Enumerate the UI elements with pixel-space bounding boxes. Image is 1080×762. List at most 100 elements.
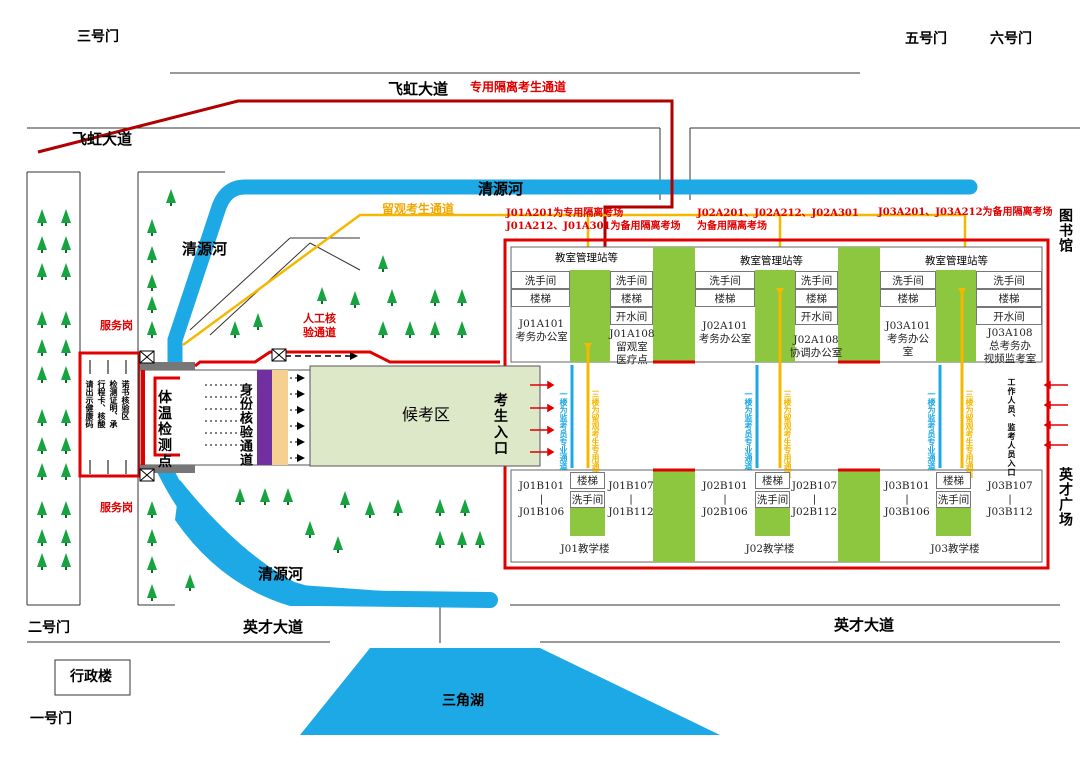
tree-trunk bbox=[479, 545, 481, 548]
id-check-label: 身份核验通道 bbox=[237, 383, 252, 467]
id-check-purple bbox=[257, 370, 272, 465]
j02-stairs-b-row: 楼梯 bbox=[755, 472, 790, 489]
river-lower-fill bbox=[175, 480, 495, 606]
tree-trunk bbox=[170, 203, 172, 206]
tree bbox=[37, 529, 47, 543]
tree bbox=[260, 488, 270, 502]
tree bbox=[253, 313, 263, 327]
temp-check-label: 体温检测点 bbox=[158, 390, 172, 471]
tree bbox=[147, 219, 157, 233]
j02-water-room: 开水间 bbox=[795, 307, 838, 325]
j01-station-label: 教室管理站等 bbox=[555, 252, 618, 264]
tree-trunk bbox=[321, 301, 323, 304]
waiting-area bbox=[309, 365, 541, 467]
tree-trunk bbox=[65, 250, 67, 253]
exam-entrance-label: 考生入口 bbox=[494, 393, 508, 458]
tree bbox=[393, 499, 403, 513]
tree bbox=[387, 289, 397, 303]
service-post-top: 服务岗 bbox=[100, 319, 133, 332]
admin-building-label: 行政楼 bbox=[70, 669, 112, 685]
tree bbox=[305, 521, 315, 535]
tree bbox=[37, 209, 47, 223]
tree-trunk bbox=[151, 598, 153, 601]
tree-trunk bbox=[239, 502, 241, 505]
tree-trunk bbox=[151, 570, 153, 573]
entrance-arrows bbox=[530, 380, 1068, 457]
manual-check-route bbox=[194, 350, 500, 368]
tree-trunk bbox=[65, 567, 67, 570]
tree bbox=[61, 263, 71, 277]
tree bbox=[185, 574, 195, 588]
tree bbox=[435, 499, 445, 513]
tree bbox=[37, 553, 47, 567]
j02-building-name: J02教学楼 bbox=[745, 543, 795, 555]
tree bbox=[475, 531, 485, 545]
j03-blue-channel-note: 一楼为监考员专业通道 bbox=[927, 390, 937, 470]
staff-entrance-label: 工作人员、监考人员入口 bbox=[1007, 378, 1017, 477]
yellow-arrows bbox=[584, 288, 966, 350]
tree-trunk bbox=[41, 353, 43, 356]
tree-trunk bbox=[151, 288, 153, 291]
j02b107: J02B107|J02B112 bbox=[791, 480, 838, 519]
trees bbox=[37, 189, 485, 601]
tree-trunk bbox=[439, 545, 441, 548]
feihong-road-top: 飞虹大道 bbox=[388, 80, 449, 98]
j03-isolation-note: J03A201、J03A212为备用隔离考场 bbox=[878, 207, 1053, 218]
tree bbox=[37, 437, 47, 451]
j03-station-label: 教室管理站等 bbox=[925, 255, 988, 267]
tree bbox=[283, 488, 293, 502]
tree-trunk bbox=[309, 535, 311, 538]
left-service-text-3: 检测证明、承 bbox=[109, 380, 119, 428]
left-service-text-4: 诺书核验区 bbox=[121, 380, 131, 420]
tree-trunk bbox=[65, 223, 67, 226]
tree-trunk bbox=[257, 327, 259, 330]
tree bbox=[457, 321, 467, 335]
tree-trunk bbox=[65, 325, 67, 328]
tree bbox=[61, 409, 71, 423]
j01-washroom-b-row: 洗手间 bbox=[570, 491, 605, 508]
tree-trunk bbox=[41, 477, 43, 480]
tree bbox=[430, 321, 440, 335]
tree-trunk bbox=[65, 277, 67, 280]
tree-trunk bbox=[41, 515, 43, 518]
tree bbox=[37, 236, 47, 250]
tree bbox=[37, 263, 47, 277]
tree-trunk bbox=[397, 513, 399, 516]
tree-trunk bbox=[461, 545, 463, 548]
tree-trunk bbox=[41, 423, 43, 426]
j03-building-name: J03教学楼 bbox=[930, 543, 980, 555]
j03b107: J03B107|J03B112 bbox=[987, 480, 1033, 519]
j01-stairs-a: 楼梯 bbox=[511, 289, 570, 307]
j03-stairs-b: 楼梯 bbox=[976, 289, 1042, 307]
tree bbox=[435, 531, 445, 545]
admin-building bbox=[54, 659, 131, 696]
tree bbox=[147, 274, 157, 288]
tree bbox=[61, 501, 71, 515]
tree bbox=[147, 556, 157, 570]
tree bbox=[460, 499, 470, 513]
tree-trunk bbox=[151, 543, 153, 546]
j02-stairs-b: 楼梯 bbox=[795, 289, 838, 307]
tree-trunk bbox=[461, 335, 463, 338]
tree bbox=[230, 321, 240, 335]
red-door-marks bbox=[653, 360, 880, 472]
j01-building-name: J01教学楼 bbox=[560, 543, 610, 555]
j02-washroom-b: 洗手间 bbox=[795, 271, 838, 289]
manual-check-label: 人工核验通道 bbox=[303, 312, 336, 339]
tree bbox=[61, 553, 71, 567]
left-service-text-2: 行程卡、核酸 bbox=[97, 380, 107, 428]
j01-yellow-channel-note: 三楼为留观考生专用通道 bbox=[591, 390, 601, 478]
tree bbox=[333, 536, 343, 550]
tree-trunk bbox=[41, 451, 43, 454]
tree bbox=[147, 584, 157, 598]
tree-trunk bbox=[151, 233, 153, 236]
tree bbox=[457, 289, 467, 303]
tree-trunk bbox=[264, 502, 266, 505]
tree-trunk bbox=[189, 588, 191, 591]
j03-washroom-a: 洗手间 bbox=[880, 271, 936, 289]
